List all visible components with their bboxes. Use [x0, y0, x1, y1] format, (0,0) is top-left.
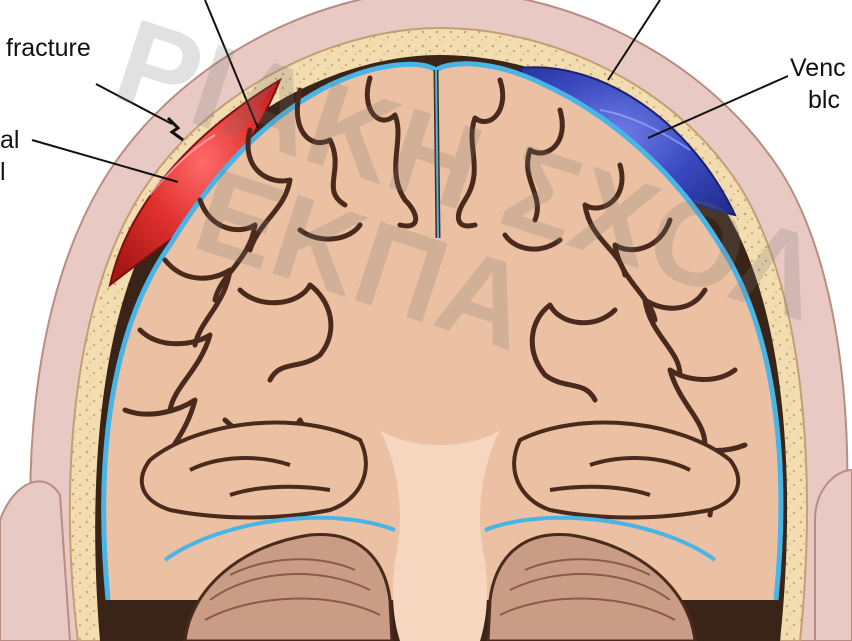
label-right-partial-top: Venc [790, 56, 846, 81]
left-ear [0, 481, 70, 641]
label-right-partial-bottom: blc [808, 88, 840, 113]
label-left-partial-top: al [0, 128, 19, 153]
label-fracture: fracture [6, 36, 91, 61]
right-ear [815, 470, 852, 641]
label-left-partial-bottom: l [0, 160, 6, 185]
